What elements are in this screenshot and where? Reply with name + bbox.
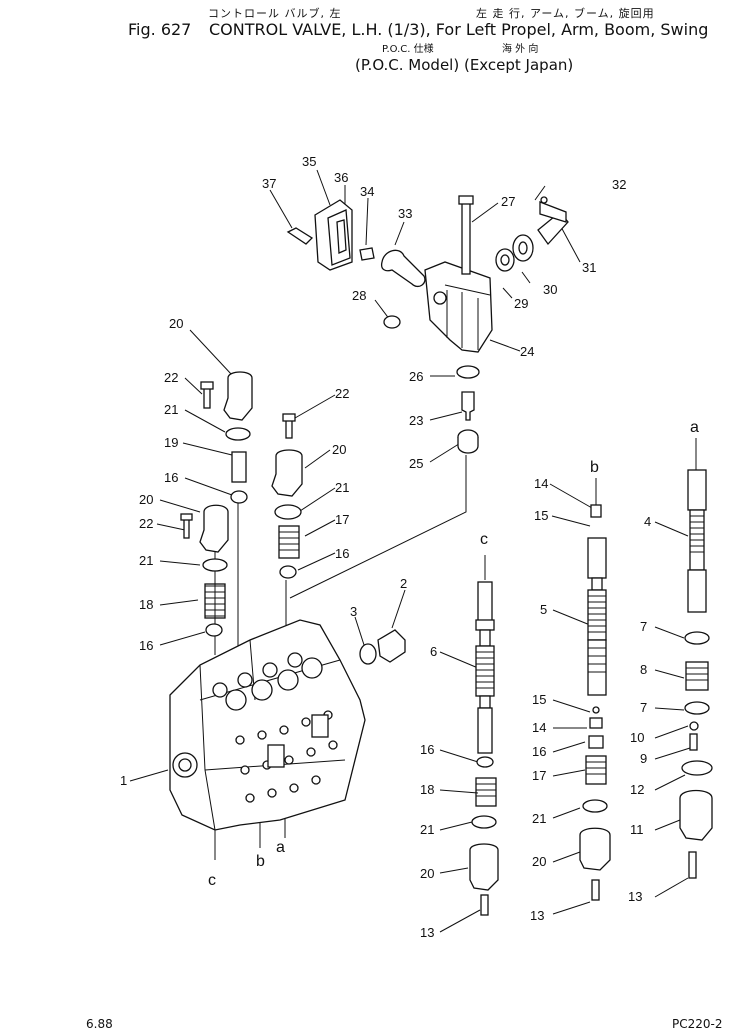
callout-1: 1 [120,773,127,788]
connector-c-bottom: c [208,872,216,889]
callout-21: 21 [139,553,153,568]
callout-16: 16 [139,638,153,653]
japanese-region-spec: 海 外 向 [502,44,539,55]
callout-2: 2 [400,576,407,591]
callout-14: 14 [534,476,548,491]
callout-13: 13 [628,889,642,904]
connector-c-top: c [480,531,488,548]
parts-left-stacks [180,371,303,637]
callout-27: 27 [501,194,515,209]
callout-6: 6 [430,644,437,659]
callout-21: 21 [335,480,349,495]
callout-29: 29 [514,296,528,311]
callout-19: 19 [164,435,178,450]
footer-model-ref: PC220-2 [672,1017,723,1031]
callout-22: 22 [139,516,153,531]
callout-20: 20 [420,866,434,881]
parts-top-assembly [286,195,569,454]
figure-title: CONTROL VALVE, L.H. (1/3), For Left Prop… [209,20,709,39]
callout-17: 17 [532,768,546,783]
callout-5: 5 [540,602,547,617]
callout-20: 20 [139,492,153,507]
connector-b-top: b [590,459,599,476]
callout-23: 23 [409,413,423,428]
callout-13: 13 [420,925,434,940]
japanese-title-part: コントロール バルブ, 左 [208,7,342,20]
callout-34: 34 [360,184,374,199]
callout-36: 36 [334,170,348,185]
callout-14: 14 [532,720,546,735]
callout-12: 12 [630,782,644,797]
callout-21: 21 [532,811,546,826]
spool-6 [469,581,499,916]
callout-16: 16 [164,470,178,485]
figure-number: Fig. 627 [128,20,192,39]
callout-21: 21 [420,822,434,837]
callout-30: 30 [543,282,557,297]
callout-25: 25 [409,456,423,471]
callout-24: 24 [520,344,534,359]
callout-33: 33 [398,206,412,221]
callout-17: 17 [335,512,349,527]
callout-15: 15 [532,692,546,707]
callout-26: 26 [409,369,423,384]
callout-18: 18 [420,782,434,797]
callout-16: 16 [532,744,546,759]
callout-20: 20 [169,316,183,331]
callout-numbers: 35 36 37 34 33 27 32 31 30 29 28 24 26 2… [120,154,651,940]
callout-11: 11 [630,822,644,837]
callout-15: 15 [534,508,548,523]
callout-7: 7 [640,700,647,715]
figure-subtitle: (P.O.C. Model) (Except Japan) [355,56,574,74]
callout-21: 21 [164,402,178,417]
callout-37: 37 [262,176,276,191]
callout-8: 8 [640,662,647,677]
callout-31: 31 [582,260,596,275]
connector-a-bottom: a [276,839,285,856]
spool-4 [679,469,713,879]
connector-a-top: a [690,419,699,436]
callout-35: 35 [302,154,316,169]
callout-18: 18 [139,597,153,612]
callout-9: 9 [640,751,647,766]
connection-letters: a b c a b c [208,419,699,889]
callout-20: 20 [332,442,346,457]
callout-4: 4 [644,514,651,529]
connector-b-bottom: b [256,853,265,870]
callout-10: 10 [630,730,644,745]
spool-5 [579,504,611,901]
footer-date: 6.88 [86,1017,113,1031]
callout-13: 13 [530,908,544,923]
valve-body [169,619,406,831]
callout-16: 16 [335,546,349,561]
japanese-model-spec: P.O.C. 仕様 [382,44,434,55]
japanese-title-usage: 左 走 行, アーム, ブーム, 旋回用 [476,7,655,20]
callout-32: 32 [612,177,626,192]
callout-3: 3 [350,604,357,619]
callout-16: 16 [420,742,434,757]
callout-22: 22 [164,370,178,385]
callout-7: 7 [640,619,647,634]
callout-20: 20 [532,854,546,869]
callout-28: 28 [352,288,366,303]
callout-22: 22 [335,386,349,401]
